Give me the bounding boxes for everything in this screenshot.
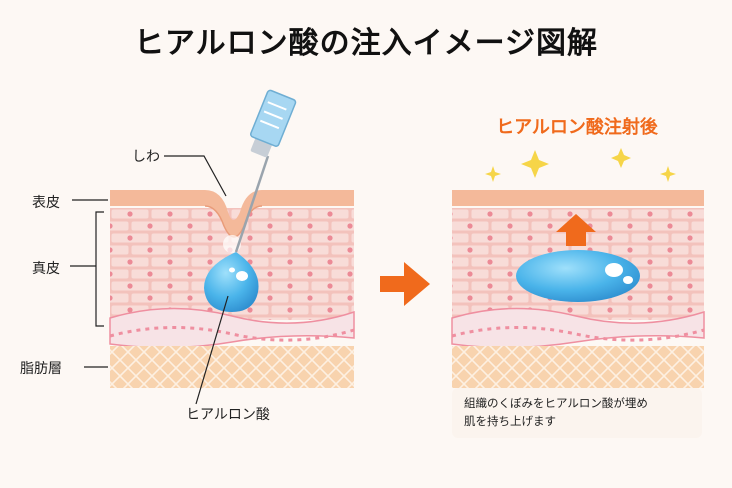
sparkle-icon [611, 148, 631, 168]
arrow-right-icon [380, 262, 430, 306]
page-title: ヒアルロン酸の注入イメージ図解 [133, 26, 599, 61]
arrow-up-icon [556, 214, 596, 246]
label-epidermis: 表皮 [32, 195, 60, 211]
sparkle-icon [660, 166, 676, 182]
caption-line-1: 組織のくぼみをヒアルロン酸が埋め [464, 396, 648, 410]
label-dermis: 真皮 [32, 261, 60, 277]
caption-line-2: 肌を持ち上げます [464, 414, 556, 428]
skin-after [451, 148, 705, 388]
label-hyaluronic-acid: ヒアルロン酸 [186, 407, 270, 423]
sparkle-icon [485, 166, 501, 182]
hyaluronic-drop [204, 252, 259, 312]
skin-before [70, 89, 355, 405]
label-wrinkle: しわ [132, 149, 160, 165]
syringe-icon [250, 89, 297, 158]
after-caption: 組織のくぼみをヒアルロン酸が埋め 肌を持ち上げます [452, 388, 702, 438]
after-injection-title: ヒアルロン酸注射後 [496, 117, 658, 138]
label-fat-layer: 脂肪層 [20, 361, 62, 377]
sparkle-icon [521, 150, 549, 178]
hyaluronic-filled [516, 250, 640, 302]
